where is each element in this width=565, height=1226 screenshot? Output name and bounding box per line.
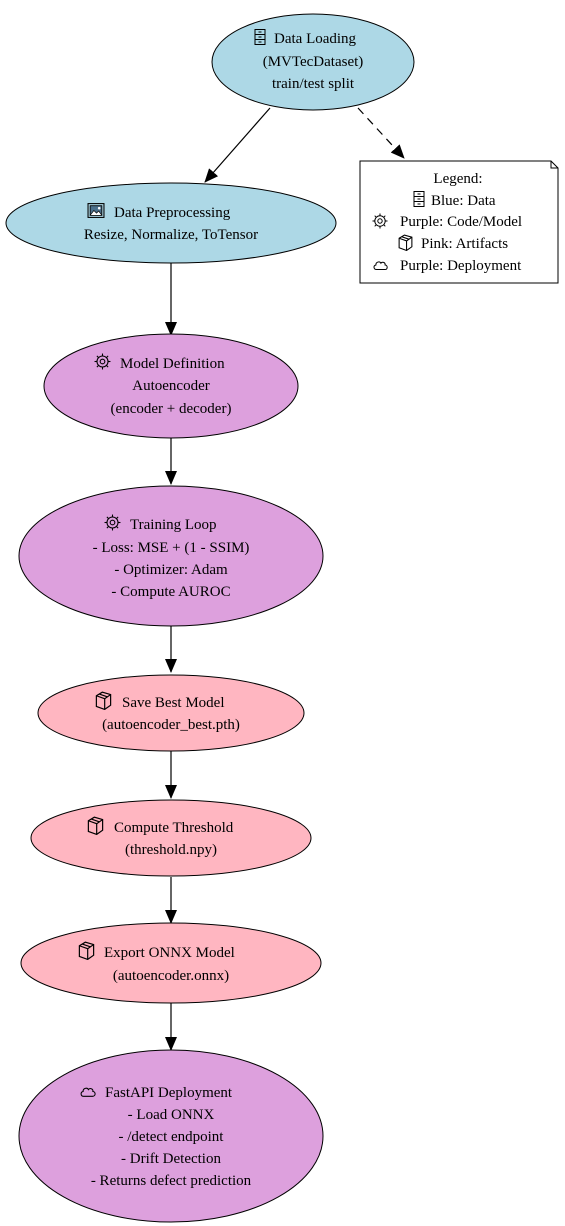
node-title: FastAPI Deployment — [105, 1085, 233, 1101]
legend-item-code-model: Purple: Code/Model — [372, 213, 522, 230]
node-title: Data Loading — [274, 31, 357, 47]
legend-item-artifacts: Pink: Artifacts — [398, 234, 508, 252]
legend-label: Pink: Artifacts — [421, 236, 508, 252]
node-title: Training Loop — [130, 517, 217, 533]
node-data-preprocessing[interactable]: Data Preprocessing Resize, Normalize, To… — [5, 182, 337, 264]
node-data-loading[interactable]: Data Loading (MVTecDataset) train/test s… — [211, 13, 415, 111]
edges — [165, 107, 405, 1051]
node-title: Export ONNX Model — [104, 945, 235, 961]
node-line: (MVTecDataset) — [263, 54, 364, 70]
node-line: - /detect endpoint — [119, 1129, 225, 1145]
node-line: - Loss: MSE + (1 - SSIM) — [93, 540, 250, 556]
node-shape — [5, 182, 337, 264]
node-compute-threshold[interactable]: Compute Threshold (threshold.npy) — [30, 799, 312, 877]
legend-label: Purple: Deployment — [400, 258, 522, 274]
legend-title: Legend: — [433, 171, 482, 187]
legend-item-deployment: Purple: Deployment — [373, 258, 522, 274]
node-line: - Optimizer: Adam — [114, 562, 228, 578]
node-line: (autoencoder_best.pth) — [102, 717, 240, 733]
node-shape — [20, 922, 322, 1004]
node-shape — [30, 799, 312, 877]
node-line: - Load ONNX — [128, 1107, 215, 1123]
node-fastapi-deployment[interactable]: FastAPI Deployment - Load ONNX - /detect… — [18, 1049, 324, 1223]
node-line: (threshold.npy) — [125, 842, 217, 858]
node-shape — [37, 674, 305, 752]
node-title: Data Preprocessing — [114, 205, 231, 221]
node-line: (encoder + decoder) — [111, 401, 232, 417]
node-line: Resize, Normalize, ToTensor — [84, 227, 258, 243]
node-export-onnx[interactable]: Export ONNX Model (autoencoder.onnx) — [20, 922, 322, 1004]
node-model-definition[interactable]: Model Definition Autoencoder (encoder + … — [43, 333, 299, 439]
node-title: Model Definition — [120, 356, 225, 372]
node-title: Compute Threshold — [114, 820, 234, 836]
framed-picture-icon — [87, 203, 105, 218]
node-line: - Compute AUROC — [111, 584, 230, 600]
legend-box: Legend: Blue: Data Purple: Code/Model Pi… — [359, 160, 559, 284]
node-line: train/test split — [272, 76, 355, 92]
node-shape — [211, 13, 415, 111]
legend-label: Purple: Code/Model — [400, 214, 522, 230]
node-line: - Returns defect prediction — [91, 1173, 252, 1189]
legend-item-data: Blue: Data — [413, 191, 496, 209]
node-line: (autoencoder.onnx) — [113, 968, 229, 984]
node-line: - Drift Detection — [121, 1151, 221, 1167]
node-line: Autoencoder — [132, 378, 209, 394]
edge-loading-to-legend — [357, 107, 405, 159]
legend-label: Blue: Data — [431, 193, 496, 209]
node-training-loop[interactable]: Training Loop - Loss: MSE + (1 - SSIM) -… — [18, 485, 324, 627]
node-save-best-model[interactable]: Save Best Model (autoencoder_best.pth) — [37, 674, 305, 752]
node-title: Save Best Model — [122, 695, 225, 711]
node-shape — [18, 485, 324, 627]
edge-loading-to-preprocessing — [204, 107, 271, 183]
